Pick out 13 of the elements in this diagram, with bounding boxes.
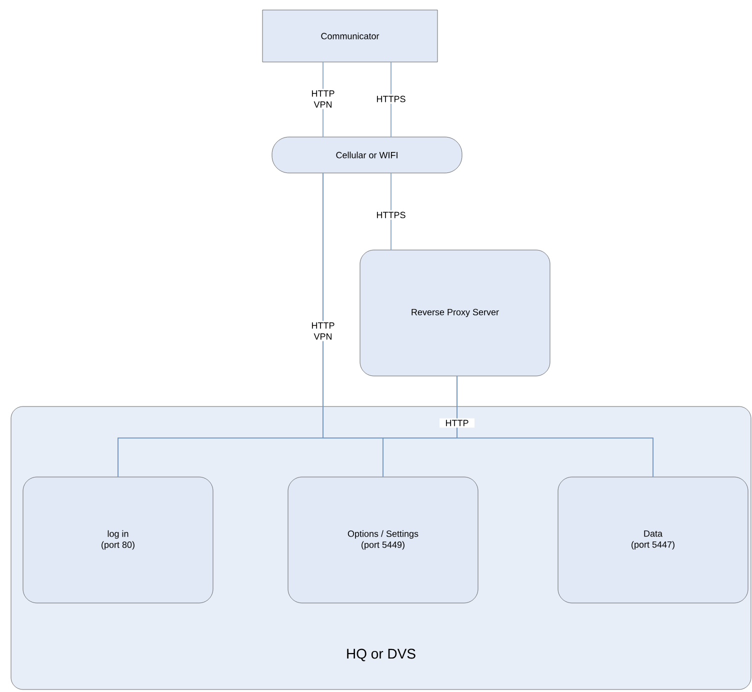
edge-label: HTTPS — [374, 94, 408, 104]
network-box: Cellular or WIFI — [272, 136, 462, 174]
connector-line — [390, 172, 392, 250]
edge-label: HTTP VPN — [306, 320, 340, 342]
service-box: Options / Settings (port 5449) — [288, 476, 478, 604]
device-box: Communicator — [262, 10, 438, 62]
edge-label: HTTP VPN — [306, 88, 340, 110]
service-box: Data (port 5447) — [558, 476, 748, 604]
connector-line — [390, 62, 392, 138]
server-box: Reverse Proxy Server — [360, 250, 550, 376]
connector-line — [456, 376, 654, 478]
service-box: log in (port 80) — [22, 476, 214, 604]
edge-label: HTTPS — [374, 210, 408, 220]
